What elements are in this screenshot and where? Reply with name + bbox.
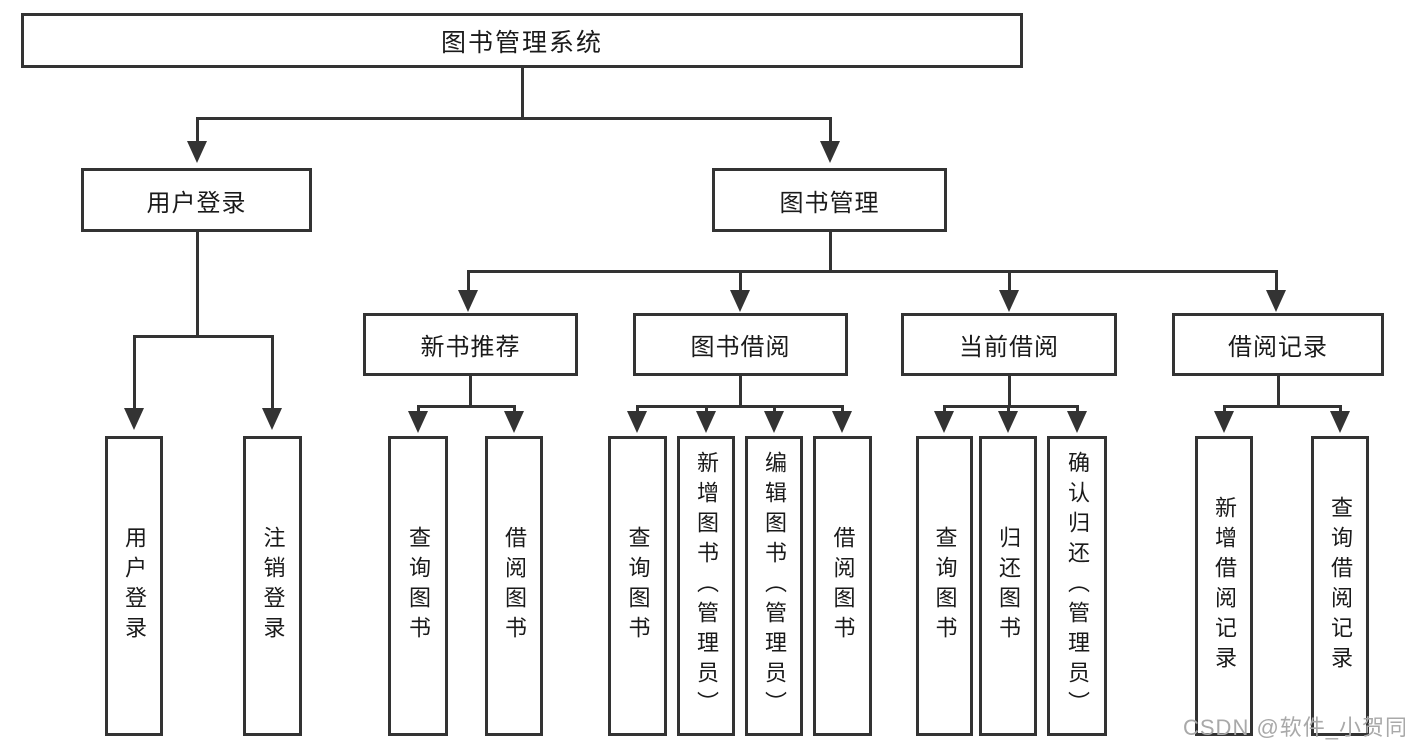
connector-sec3-c1-drop — [942, 405, 946, 413]
leaf-logout: 注销登录 — [243, 436, 302, 736]
connector-root-stub — [521, 68, 524, 118]
arrowhead-sec2-c3-icon — [764, 411, 784, 433]
leaf-borrow-edit-book-admin: 编辑图书（管理员） — [745, 436, 803, 736]
connector-sec1-rail — [417, 405, 516, 408]
connector-sec1-c1-drop — [416, 405, 420, 413]
arrowhead-sec2-c2-icon — [696, 411, 716, 433]
arrowhead-sec2-c4-icon — [832, 411, 852, 433]
leaf-newrec-borrow-book-label: 借阅图书 — [502, 526, 527, 646]
node-borrow-record-label: 借阅记录 — [1228, 334, 1328, 361]
connector-sec3-drop — [1007, 270, 1011, 292]
arrowhead-sec1-c2-icon — [504, 411, 524, 433]
node-user-login-branch: 用户登录 — [81, 168, 312, 232]
node-book-borrow: 图书借阅 — [633, 313, 848, 376]
csdn-watermark: CSDN @软件_小贺同学 — [1183, 715, 1405, 740]
arrowhead-sec2-icon — [730, 290, 750, 312]
connector-user-child2-drop — [270, 335, 274, 410]
connector-sec1-stub — [469, 376, 472, 407]
connector-sec3-rail — [943, 405, 1079, 408]
leaf-record-query-borrow-record: 查询借阅记录 — [1311, 436, 1369, 736]
connector-sec4-drop — [1274, 270, 1278, 292]
arrowhead-sec4-icon — [1266, 290, 1286, 312]
leaf-borrow-add-book-admin: 新增图书（管理员） — [677, 436, 735, 736]
node-book-borrow-label: 图书借阅 — [690, 334, 791, 361]
arrowhead-user-child1-icon — [124, 408, 144, 430]
connector-user-child1-drop — [132, 335, 136, 410]
connector-level2-rail — [467, 270, 1278, 273]
leaf-current-confirm-return-admin: 确认归还（管理员） — [1047, 436, 1107, 736]
node-new-book-recommend-label: 新书推荐 — [420, 334, 521, 361]
connector-sec3-stub — [1007, 376, 1011, 407]
arrowhead-sec4-c1-icon — [1214, 411, 1234, 433]
connector-level1-rail — [196, 117, 832, 120]
node-user-login-branch-label: 用户登录 — [146, 189, 247, 217]
connector-sec4-c2-drop — [1338, 405, 1342, 413]
leaf-current-query-book-label: 查询图书 — [932, 526, 958, 646]
leaf-current-return-book-label: 归还图书 — [996, 526, 1021, 646]
connector-sec2-c4-drop — [840, 405, 844, 413]
node-current-borrow: 当前借阅 — [901, 313, 1117, 376]
leaf-current-query-book: 查询图书 — [916, 436, 973, 736]
leaf-user-login: 用户登录 — [105, 436, 163, 736]
node-book-management-branch-label: 图书管理 — [779, 189, 880, 217]
connector-book-stub — [828, 232, 832, 273]
node-root: 图书管理系统 — [21, 13, 1023, 68]
arrowhead-sec3-c1-icon — [934, 411, 954, 433]
connector-sec2-c2-drop — [704, 405, 708, 413]
leaf-record-query-borrow-record-label: 查询借阅记录 — [1328, 496, 1353, 676]
node-new-book-recommend: 新书推荐 — [363, 313, 578, 376]
connector-sec4-rail — [1223, 405, 1342, 408]
leaf-borrow-edit-book-admin-label: 编辑图书（管理员） — [762, 451, 787, 721]
leaf-user-login-label: 用户登录 — [122, 526, 147, 646]
leaf-newrec-query-book: 查询图书 — [388, 436, 448, 736]
leaf-newrec-borrow-book: 借阅图书 — [485, 436, 543, 736]
connector-sec3-c2-drop — [1006, 405, 1010, 413]
connector-sec4-stub — [1276, 376, 1280, 407]
arrowhead-user-icon — [187, 141, 207, 163]
leaf-borrow-borrow-book-label: 借阅图书 — [830, 526, 856, 646]
leaf-borrow-borrow-book: 借阅图书 — [813, 436, 872, 736]
connector-sec3-c3-drop — [1075, 405, 1079, 413]
connector-book-drop — [828, 117, 832, 143]
node-current-borrow-label: 当前借阅 — [959, 334, 1059, 361]
leaf-newrec-query-book-label: 查询图书 — [406, 526, 431, 646]
arrowhead-sec3-c3-icon — [1067, 411, 1087, 433]
node-book-management-branch: 图书管理 — [712, 168, 947, 232]
node-root-label: 图书管理系统 — [440, 28, 603, 57]
connector-sec2-c1-drop — [635, 405, 639, 413]
connector-sec4-c1-drop — [1222, 405, 1226, 413]
arrowhead-sec1-icon — [458, 290, 478, 312]
arrowhead-user-child2-icon — [262, 408, 282, 430]
arrowhead-sec4-c2-icon — [1330, 411, 1350, 433]
leaf-logout-label: 注销登录 — [260, 526, 286, 646]
leaf-current-confirm-return-admin-label: 确认归还（管理员） — [1065, 451, 1090, 721]
connector-user-stub — [195, 232, 199, 337]
connector-user-rail — [133, 335, 274, 338]
connector-sec2-rail — [636, 405, 844, 408]
connector-user-drop — [195, 117, 199, 143]
arrowhead-sec3-c2-icon — [998, 411, 1018, 433]
arrowhead-sec1-c1-icon — [408, 411, 428, 433]
leaf-record-add-borrow-record: 新增借阅记录 — [1195, 436, 1253, 736]
arrowhead-sec2-c1-icon — [627, 411, 647, 433]
leaf-borrow-add-book-admin-label: 新增图书（管理员） — [694, 451, 719, 721]
arrowhead-sec3-icon — [999, 290, 1019, 312]
leaf-record-add-borrow-record-label: 新增借阅记录 — [1212, 496, 1237, 676]
leaf-borrow-query-book-label: 查询图书 — [625, 526, 651, 646]
node-borrow-record: 借阅记录 — [1172, 313, 1384, 376]
connector-sec2-stub — [739, 376, 742, 407]
arrowhead-book-icon — [820, 141, 840, 163]
connector-sec1-drop — [466, 270, 470, 292]
connector-sec2-c3-drop — [772, 405, 776, 413]
connector-sec2-drop — [738, 270, 742, 292]
connector-sec1-c2-drop — [512, 405, 516, 413]
leaf-current-return-book: 归还图书 — [979, 436, 1037, 736]
leaf-borrow-query-book: 查询图书 — [608, 436, 667, 736]
